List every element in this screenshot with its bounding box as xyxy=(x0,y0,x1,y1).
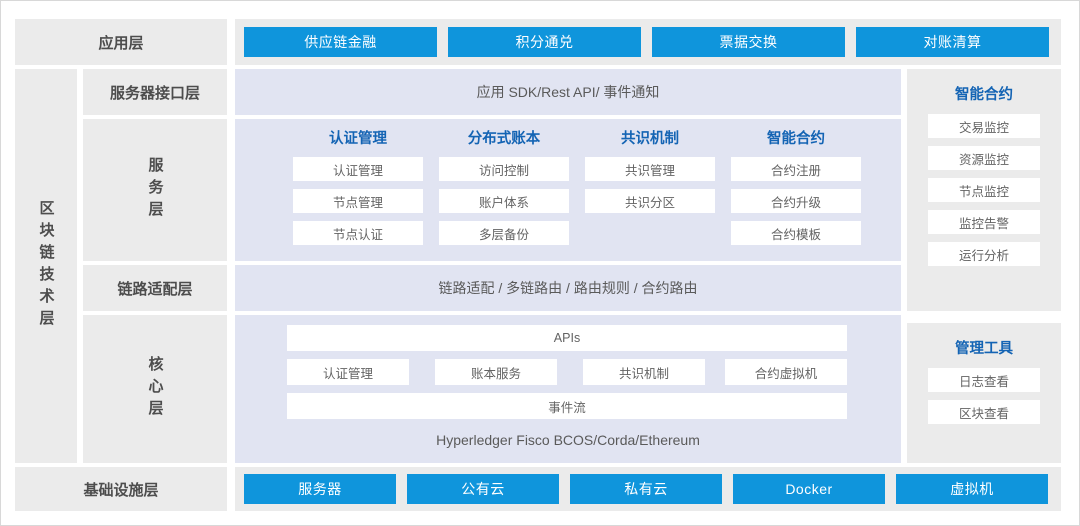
core-apis-bar[interactable]: APIs xyxy=(287,325,847,351)
layer-label-infrastructure-text: 基础设施层 xyxy=(83,481,159,499)
core-module-consensus[interactable]: 共识机制 xyxy=(583,359,705,385)
right-panel-item-log-viewer[interactable]: 日志查看 xyxy=(928,368,1040,392)
server-interface-band-text: 应用 SDK/Rest API/ 事件通知 xyxy=(476,84,660,100)
layer-label-link-adaptation: 链路适配层 xyxy=(83,265,227,311)
layer-label-server-interface-text: 服务器接口层 xyxy=(109,84,200,102)
app-item-points-exchange[interactable]: 积分通兑 xyxy=(448,27,641,57)
link-adaptation-band: 链路适配 / 多链路由 / 路由规则 / 合约路由 xyxy=(235,265,901,311)
layer-label-service-text: 服务层 xyxy=(146,157,164,223)
service-item[interactable]: 共识分区 xyxy=(585,189,715,213)
infrastructure-items-row: 服务器 公有云 私有云 Docker 虚拟机 xyxy=(235,467,1061,511)
core-event-stream-bar[interactable]: 事件流 xyxy=(287,393,847,419)
right-panel-item-transaction-monitor[interactable]: 交易监控 xyxy=(928,114,1040,138)
layer-label-blockchain-tech: 区块链技术层 xyxy=(15,69,77,463)
infra-item-virtual-machine[interactable]: 虚拟机 xyxy=(896,474,1048,504)
right-panel-item-monitor-alarm[interactable]: 监控告警 xyxy=(928,210,1040,234)
layer-label-server-interface: 服务器接口层 xyxy=(83,69,227,115)
layer-label-link-adaptation-text: 链路适配层 xyxy=(117,280,193,298)
application-items-row: 供应链金融 积分通兑 票据交换 对账清算 xyxy=(235,19,1061,65)
layer-label-service: 服务层 xyxy=(83,119,227,261)
service-layer-panel: 认证管理 认证管理 节点管理 节点认证 分布式账本 访问控制 账户体系 多层备份… xyxy=(235,119,901,261)
right-panel-title: 管理工具 xyxy=(955,341,1013,357)
core-module-contract-vm[interactable]: 合约虚拟机 xyxy=(725,359,847,385)
service-item[interactable]: 合约模板 xyxy=(731,221,861,245)
service-group-distributed-ledger: 分布式账本 访问控制 账户体系 多层备份 xyxy=(439,127,569,253)
link-adaptation-band-text: 链路适配 / 多链路由 / 路由规则 / 合约路由 xyxy=(438,280,698,296)
core-platforms-text: Hyperledger Fisco BCOS/Corda/Ethereum xyxy=(436,432,700,448)
infra-item-public-cloud[interactable]: 公有云 xyxy=(407,474,559,504)
infra-item-server[interactable]: 服务器 xyxy=(244,474,396,504)
right-panel-smart-contract: 智能合约 交易监控 资源监控 节点监控 监控告警 运行分析 xyxy=(907,69,1061,311)
infra-item-private-cloud[interactable]: 私有云 xyxy=(570,474,722,504)
layer-label-application: 应用层 xyxy=(15,19,227,65)
layer-label-infrastructure: 基础设施层 xyxy=(15,467,227,511)
service-group-authentication: 认证管理 认证管理 节点管理 节点认证 xyxy=(293,127,423,253)
service-group-title: 分布式账本 xyxy=(467,131,541,147)
infra-item-docker[interactable]: Docker xyxy=(733,474,885,504)
service-item[interactable]: 合约注册 xyxy=(731,157,861,181)
core-module-ledger-service[interactable]: 账本服务 xyxy=(435,359,557,385)
app-item-reconciliation-settlement[interactable]: 对账清算 xyxy=(856,27,1049,57)
service-group-consensus: 共识机制 共识管理 共识分区 xyxy=(585,127,715,221)
service-group-smart-contract: 智能合约 合约注册 合约升级 合约模板 xyxy=(731,127,861,253)
service-item[interactable]: 合约升级 xyxy=(731,189,861,213)
right-panel-item-block-viewer[interactable]: 区块查看 xyxy=(928,400,1040,424)
service-group-title: 共识机制 xyxy=(621,131,679,147)
server-interface-band: 应用 SDK/Rest API/ 事件通知 xyxy=(235,69,901,115)
right-panel-item-resource-monitor[interactable]: 资源监控 xyxy=(928,146,1040,170)
service-item[interactable]: 认证管理 xyxy=(293,157,423,181)
service-item[interactable]: 多层备份 xyxy=(439,221,569,245)
service-group-title: 智能合约 xyxy=(767,131,825,147)
app-item-supply-chain-finance[interactable]: 供应链金融 xyxy=(244,27,437,57)
service-item[interactable]: 访问控制 xyxy=(439,157,569,181)
layer-label-core-text: 核心层 xyxy=(146,356,164,422)
service-item[interactable]: 账户体系 xyxy=(439,189,569,213)
layer-label-core: 核心层 xyxy=(83,315,227,463)
service-item[interactable]: 节点管理 xyxy=(293,189,423,213)
service-item[interactable]: 节点认证 xyxy=(293,221,423,245)
service-group-title: 认证管理 xyxy=(329,131,387,147)
app-item-bill-exchange[interactable]: 票据交换 xyxy=(652,27,845,57)
core-module-authentication[interactable]: 认证管理 xyxy=(287,359,409,385)
core-layer-panel: APIs 认证管理 账本服务 共识机制 合约虚拟机 事件流 Hyperledge… xyxy=(235,315,901,463)
right-panel-title: 智能合约 xyxy=(955,87,1013,103)
layer-label-application-text: 应用层 xyxy=(98,34,144,52)
right-panel-management-tools: 管理工具 日志查看 区块查看 xyxy=(907,323,1061,463)
right-panel-item-node-monitor[interactable]: 节点监控 xyxy=(928,178,1040,202)
layer-label-blockchain-tech-text: 区块链技术层 xyxy=(37,200,55,332)
right-panel-item-runtime-analysis[interactable]: 运行分析 xyxy=(928,242,1040,266)
service-item[interactable]: 共识管理 xyxy=(585,157,715,181)
